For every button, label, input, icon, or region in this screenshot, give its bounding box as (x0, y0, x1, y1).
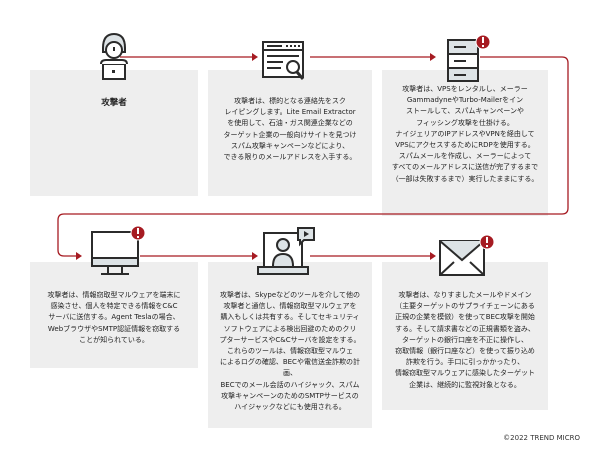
web-search-icon (262, 41, 305, 80)
alert-icon (479, 234, 495, 250)
flow-connector (57, 56, 569, 257)
step-3-box: 攻撃者は、VPSをレンタルし、メーラー GammadyneやTurbo-Mail… (382, 70, 548, 216)
video-chat-laptop-icon (257, 227, 315, 275)
arrow-heads (76, 53, 436, 260)
alert-icon (475, 34, 491, 50)
step-4-box: 攻撃者は、情報窃取型マルウェアを端末に 感染させ、個人を特定できる情報をC&C … (30, 262, 198, 368)
alert-icon (130, 225, 146, 241)
attacker-label: 攻撃者 (101, 98, 127, 108)
server-alert-icon (447, 39, 479, 82)
attacker-icon (100, 32, 128, 80)
step-2-box: 攻撃者は、標的となる連絡先をスク レイピングします。Lite Email Ext… (208, 70, 372, 196)
alert-badges (130, 34, 495, 250)
step-6-box: 攻撃者は、なりすましたメールやドメイン （主要ターゲットのサプライチェーンにある… (382, 262, 548, 410)
envelope-alert-icon (439, 240, 485, 276)
monitor-alert-icon (91, 231, 139, 275)
step-1-box (30, 70, 198, 196)
copyright: ©2022 TREND MICRO (503, 434, 580, 442)
step-5-box: 攻撃者は、Skypeなどのツールを介して他の 攻撃者と通信し、情報窃取型マルウェ… (208, 262, 372, 428)
